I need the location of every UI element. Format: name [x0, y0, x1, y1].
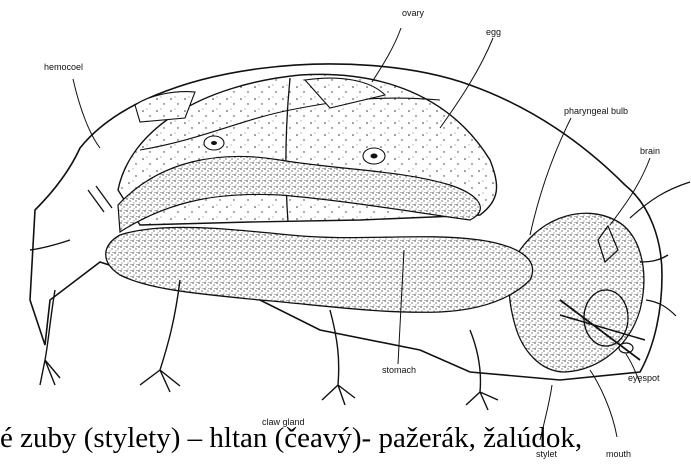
label-eyespot: eyespot	[628, 374, 660, 383]
stomach	[106, 227, 533, 312]
caption-text: é zuby (stylety) – hltan (čeavý)- pažerá…	[0, 418, 691, 458]
label-ovary: ovary	[402, 9, 424, 18]
label-brain: brain	[640, 147, 660, 156]
leg-2	[140, 280, 180, 392]
label-egg: egg	[486, 28, 501, 37]
label-stomach: stomach	[382, 366, 416, 375]
label-pharyngeal-bulb: pharyngeal bulb	[564, 107, 628, 116]
label-hemocoel: hemocoel	[44, 63, 83, 72]
eyespot	[619, 343, 633, 353]
pharyngeal-bulb	[584, 290, 628, 346]
